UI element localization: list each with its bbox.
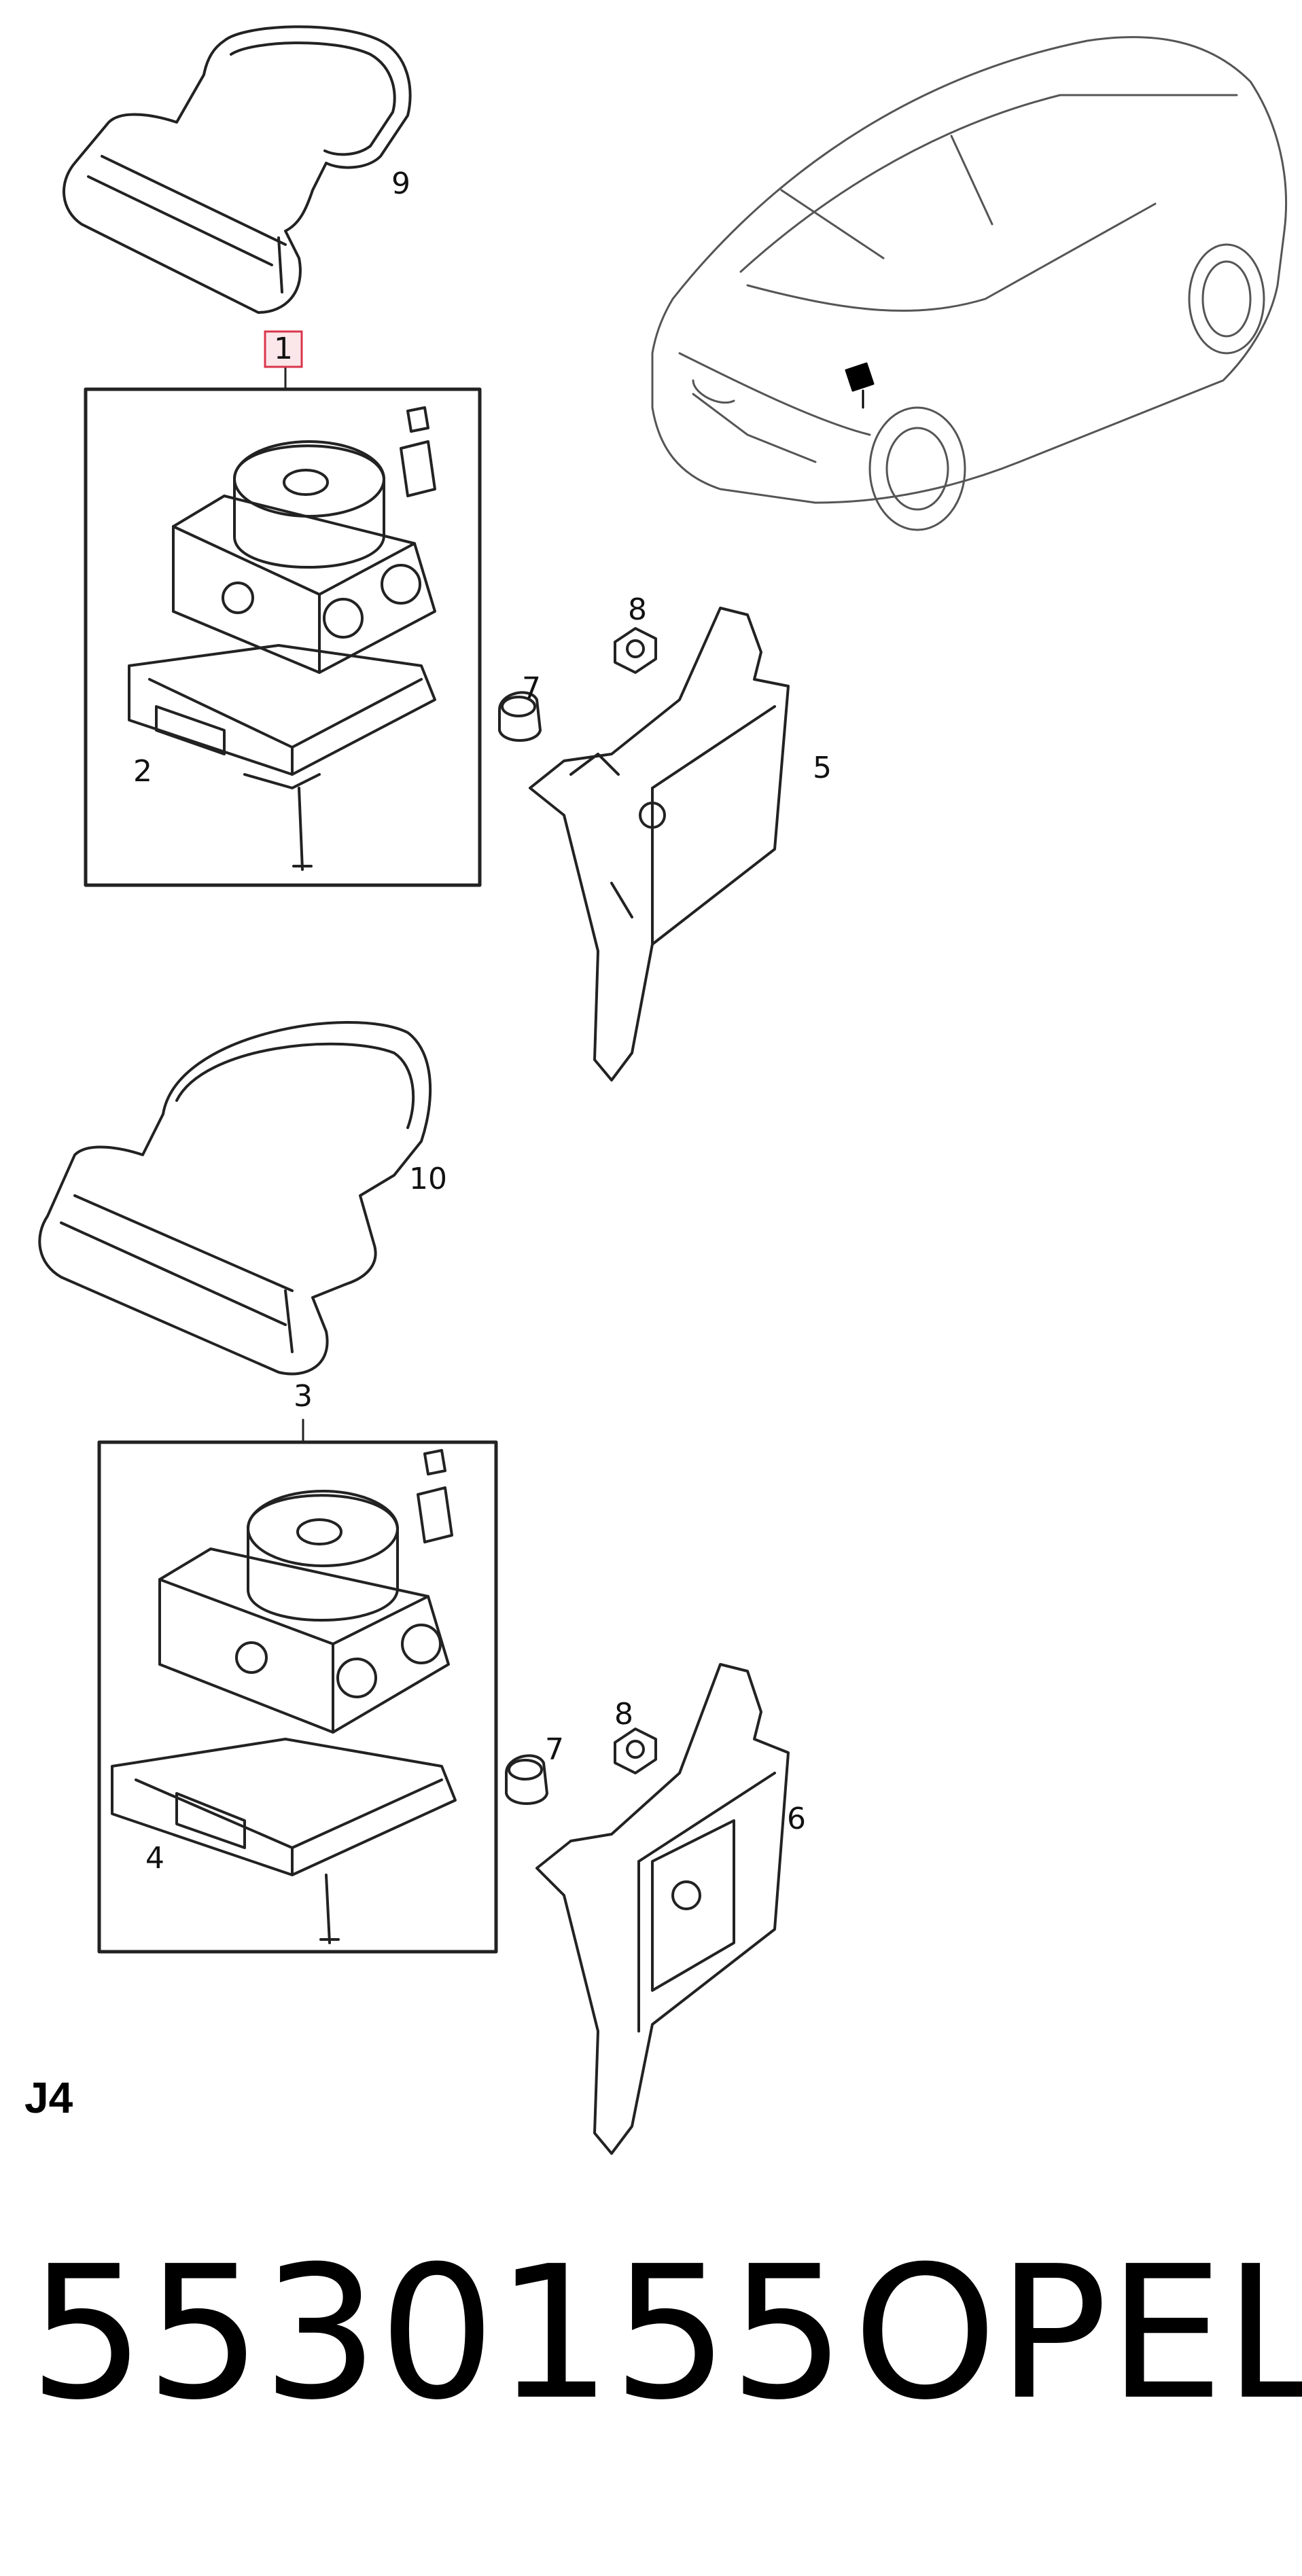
abs-unit-4-drawing — [111, 1449, 457, 1944]
callout-7-bottom: 7 — [545, 1732, 564, 1767]
callout-2: 2 — [133, 754, 152, 789]
callout-7-top: 7 — [522, 671, 541, 706]
callout-8-top: 8 — [628, 592, 647, 627]
nut-8-top-drawing — [614, 627, 657, 674]
callout-4: 4 — [145, 1841, 164, 1876]
part-number: 5530155 — [29, 2226, 846, 2440]
callout-1-highlight-box — [264, 330, 303, 368]
callout-10: 10 — [409, 1162, 447, 1196]
section-code: J4 — [24, 2073, 73, 2122]
nut-8-bottom-drawing — [614, 1728, 657, 1774]
callout-6: 6 — [787, 1802, 806, 1836]
grommet-7-top-drawing — [498, 691, 542, 742]
assembly-3-frame — [97, 1440, 498, 1954]
bracket-6-drawing — [535, 1663, 790, 2155]
callout-9: 9 — [391, 166, 410, 201]
car-abs-location-marker — [845, 362, 875, 409]
assembly-1-frame — [84, 387, 482, 887]
bracket-5-drawing — [529, 607, 790, 1081]
callout-1: 1 — [274, 332, 293, 366]
callout-3: 3 — [294, 1379, 313, 1414]
cover-9-drawing — [63, 25, 412, 314]
callout-8-bottom: 8 — [614, 1697, 633, 1732]
car-illustration — [651, 36, 1288, 531]
grommet-7-bottom-drawing — [505, 1754, 548, 1805]
cover-10-drawing — [38, 1021, 432, 1376]
callout-5: 5 — [813, 751, 832, 785]
abs-unit-2-drawing — [128, 406, 436, 871]
brand-name: OPEL — [853, 2226, 1302, 2440]
